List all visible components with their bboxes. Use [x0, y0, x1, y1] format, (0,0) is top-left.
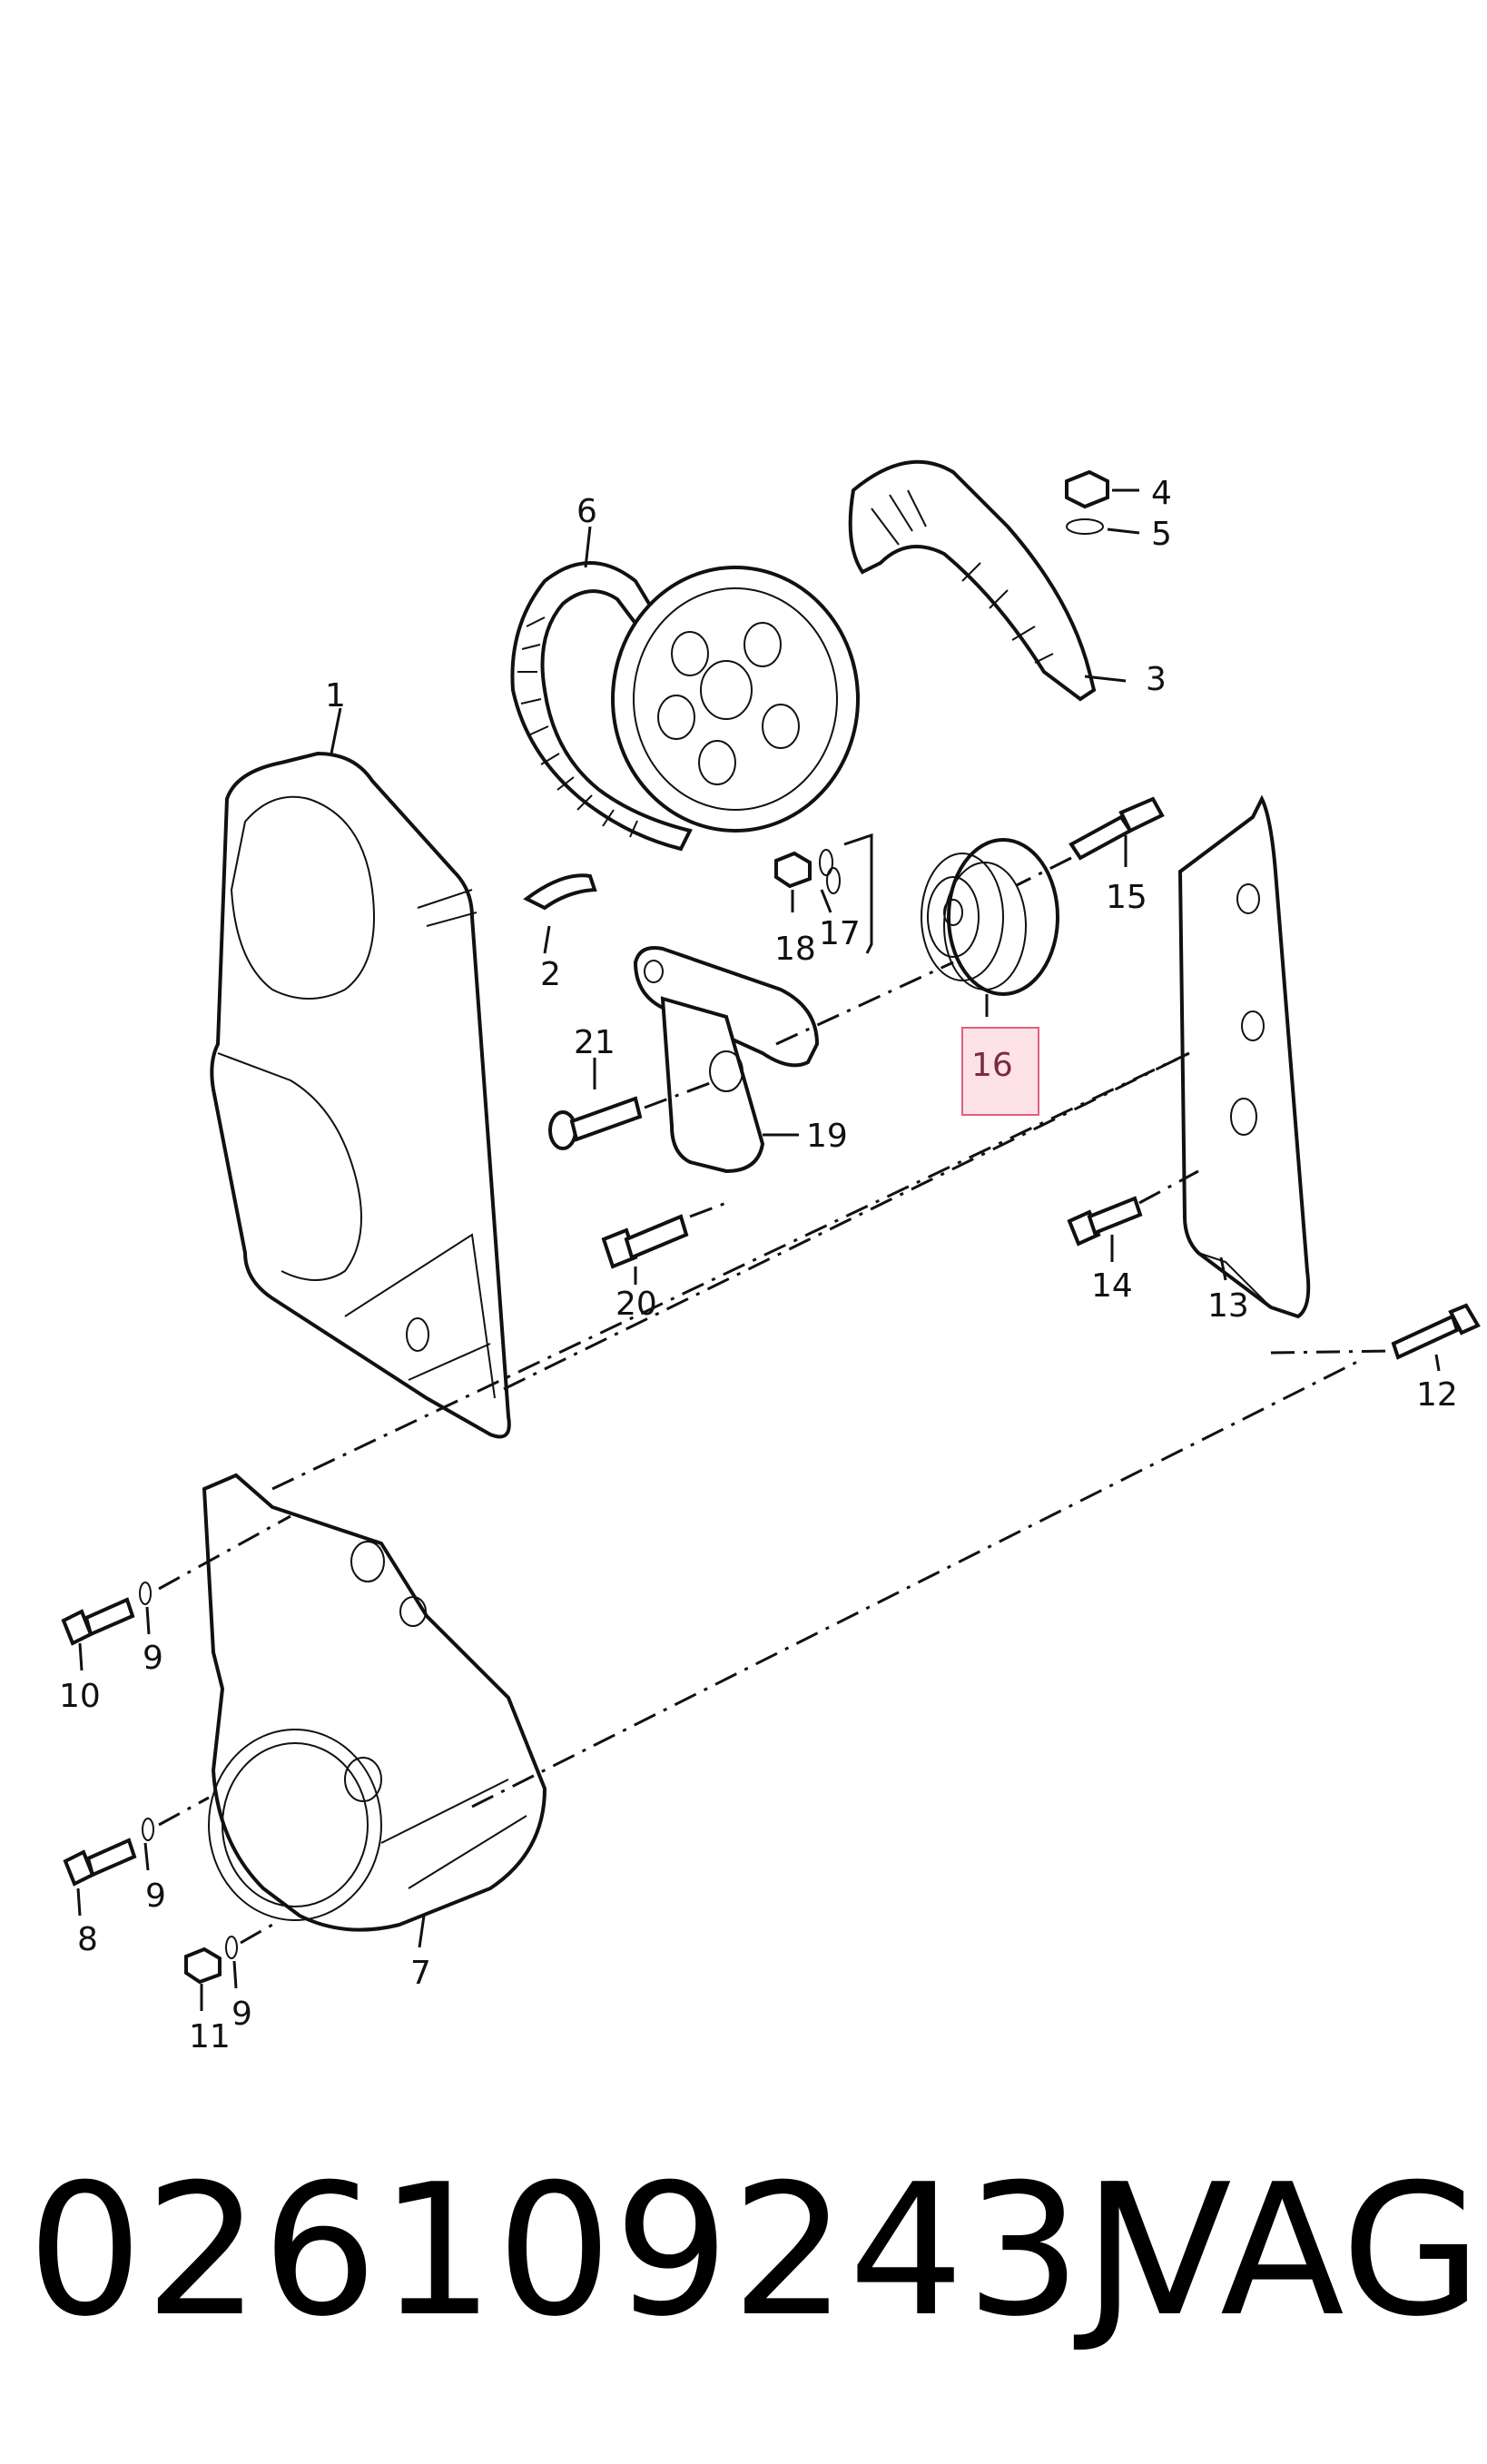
callout-16: 16	[971, 1047, 1013, 1084]
callout-19: 19	[806, 1118, 848, 1155]
camshaft-sprocket	[611, 566, 860, 833]
callout-2: 2	[540, 956, 561, 993]
callout-17: 17	[819, 915, 861, 952]
assembly-lines	[158, 833, 1394, 1945]
rear-cover-plate	[848, 459, 1097, 702]
nut-4	[1065, 469, 1109, 509]
callout-7: 7	[410, 1955, 431, 1992]
callout-9-middle: 9	[145, 1878, 166, 1915]
callout-15: 15	[1106, 879, 1147, 916]
washer-9-middle	[142, 1818, 154, 1841]
callout-9-lower: 9	[231, 1996, 252, 2033]
callout-20: 20	[615, 1286, 657, 1323]
leader-lines	[76, 488, 1441, 2011]
bolt-20	[601, 1214, 689, 1269]
bolt-8	[63, 1838, 137, 1887]
washer-9-upper	[139, 1582, 152, 1605]
washer-9-lower	[225, 1936, 238, 1959]
callout-labels: 1 2 3 4 5 6 7 8 9 9 9 10 11 12 13 14 15 …	[59, 475, 1458, 2055]
washer-17	[819, 849, 841, 894]
callout-3: 3	[1146, 661, 1167, 698]
callout-10: 10	[59, 1678, 101, 1715]
upper-timing-cover	[210, 751, 511, 1439]
callout-6: 6	[576, 493, 597, 530]
callout-18: 18	[774, 931, 816, 968]
bolt-21	[548, 1096, 643, 1150]
callout-21: 21	[574, 1024, 615, 1061]
brand-name: VAG	[1108, 2145, 1482, 2357]
callout-11: 11	[189, 2018, 231, 2055]
bolt-15	[1068, 796, 1165, 861]
washer-5	[1066, 518, 1104, 535]
lower-cover-7	[202, 1473, 547, 1932]
callout-1: 1	[325, 677, 346, 715]
footer: 026109243J VAG	[0, 2143, 1487, 2361]
callout-8: 8	[77, 1921, 98, 1958]
tensioner-bracket-19	[633, 946, 820, 1174]
inner-cover-13	[1177, 794, 1311, 1319]
callout-14: 14	[1091, 1267, 1133, 1305]
callout-12: 12	[1416, 1376, 1458, 1414]
nut-11	[184, 1947, 222, 1985]
clip-2	[523, 873, 597, 911]
bolt-10	[61, 1597, 135, 1646]
bolt-14	[1067, 1196, 1143, 1247]
part-number: 026109243J	[27, 2145, 1139, 2357]
callout-13: 13	[1207, 1287, 1249, 1325]
tensioner-pulley-16	[921, 838, 1059, 996]
bolt-12	[1391, 1303, 1481, 1360]
callout-9-upper: 9	[143, 1640, 163, 1677]
callout-4: 4	[1151, 475, 1172, 512]
highlight-box-16	[961, 1027, 1039, 1116]
callout-5: 5	[1151, 516, 1172, 553]
nut-18	[774, 851, 812, 889]
